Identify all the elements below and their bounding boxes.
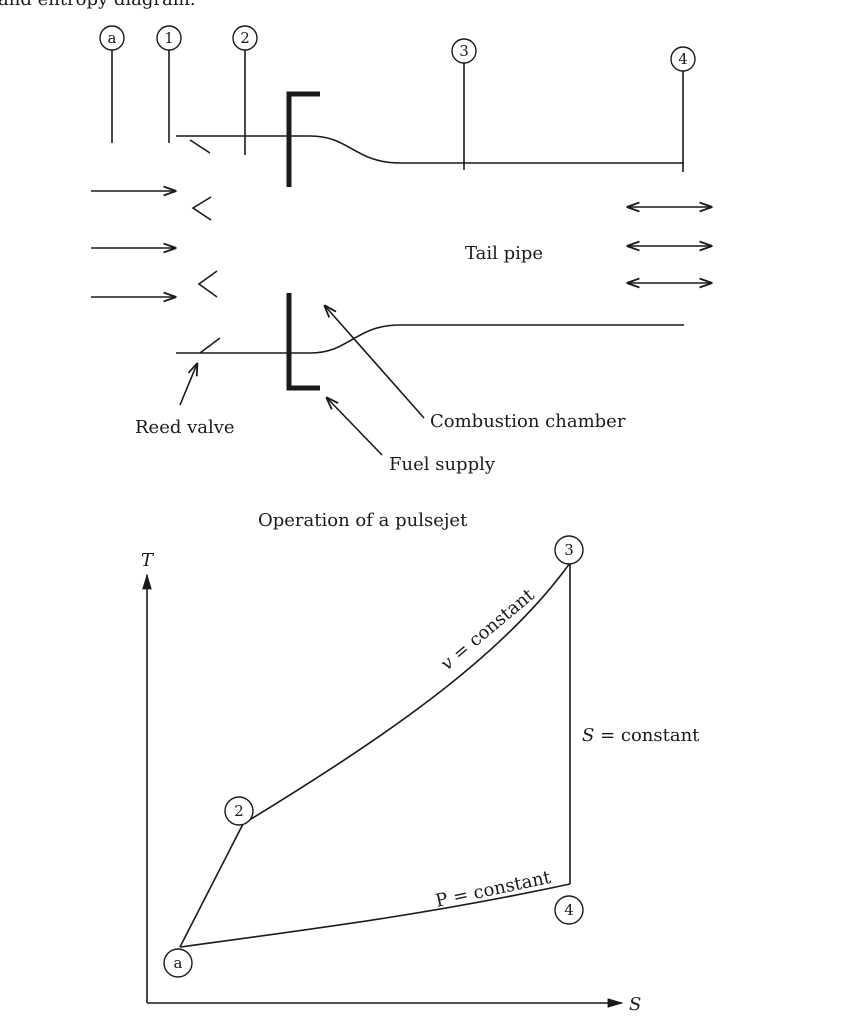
process-4-a-p-constant [179, 883, 571, 948]
station-3-marker: 3 [451, 38, 477, 170]
reed-valve-leader [179, 364, 197, 406]
fuel-supply-label: Fuel supply [389, 454, 496, 475]
station-2-marker: 2 [232, 25, 258, 155]
figure-caption: Operation of a pulsejet [258, 510, 468, 531]
reed-valve-flap-lower [199, 337, 221, 354]
state-point-3-label: 3 [564, 541, 574, 559]
tail-pipe-label: Tail pipe [465, 243, 543, 264]
reed-valve-flap-upper [189, 139, 211, 154]
fuel-injector-upper [286, 91, 320, 187]
station-4-label: 4 [678, 50, 688, 68]
state-point-4: 4 [554, 895, 584, 925]
state-point-4-label: 4 [564, 901, 574, 919]
ts-diagram: T S a 2 3 4 v = constant S = constant P … [141, 535, 700, 1015]
reed-valve-open-lower [197, 270, 218, 298]
station-4-marker: 4 [670, 46, 696, 172]
combustion-chamber-leader [325, 306, 425, 419]
state-point-2-label: 2 [234, 802, 244, 820]
t-axis-label: T [141, 550, 155, 571]
state-point-2: 2 [224, 796, 254, 826]
combustion-chamber-label: Combustion chamber [430, 411, 626, 432]
fuel-injector-lower [286, 293, 320, 391]
top-fragment-text: and entropy diagram. [0, 0, 196, 10]
station-a-marker: a [99, 25, 125, 143]
state-point-a-label: a [174, 954, 183, 972]
state-point-a: a [163, 948, 193, 978]
reed-valve-label: Reed valve [135, 417, 235, 438]
s-axis-label: S [629, 994, 641, 1015]
p-constant-label: P = constant [434, 867, 554, 912]
reed-valve-open-upper [191, 196, 212, 221]
fuel-supply-leader [327, 398, 383, 456]
upper-duct-wall [176, 135, 684, 164]
process-a-2 [179, 823, 244, 948]
station-1-marker: 1 [156, 25, 182, 143]
v-constant-label: v = constant [437, 584, 539, 675]
station-2-label: 2 [240, 29, 250, 47]
station-1-label: 1 [164, 29, 174, 47]
pulsejet-schematic: a 1 2 3 4 [91, 25, 711, 531]
station-3-label: 3 [459, 42, 469, 60]
process-2-3-v-constant [242, 562, 571, 825]
state-point-3: 3 [554, 535, 584, 565]
station-a-label: a [108, 29, 117, 47]
s-constant-label: S = constant [582, 725, 700, 746]
lower-duct-wall [176, 324, 684, 354]
